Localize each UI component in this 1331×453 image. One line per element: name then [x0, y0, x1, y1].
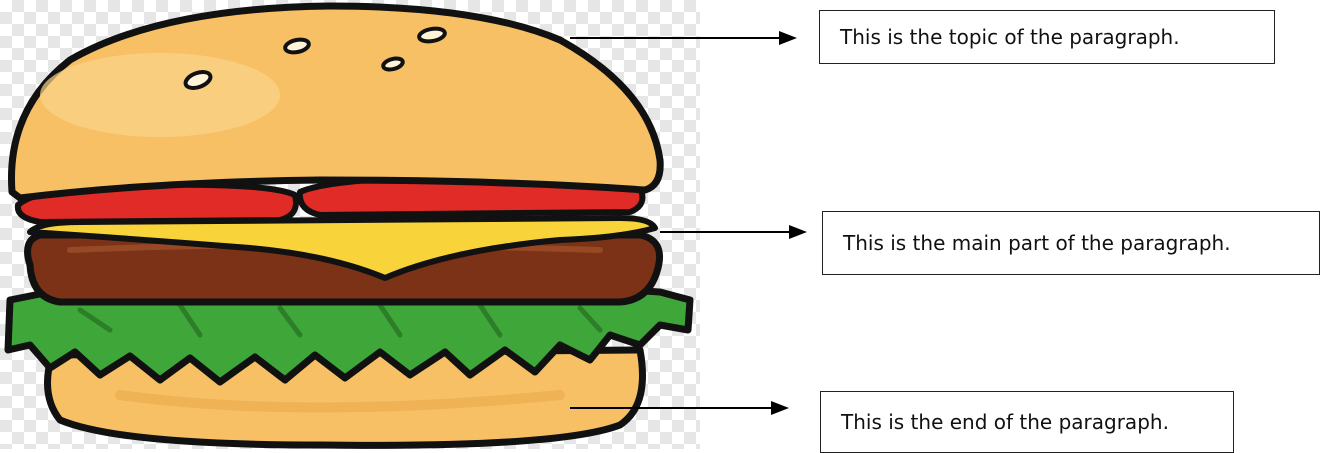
label-top: This is the topic of the paragraph. [819, 10, 1275, 64]
bottom-bun [44, 346, 646, 449]
cheese [27, 215, 658, 281]
label-middle: This is the main part of the paragraph. [822, 211, 1320, 275]
label-bottom: This is the end of the paragraph. [820, 391, 1234, 453]
patty [24, 231, 663, 306]
arrow-bottom [570, 401, 789, 415]
arrow-middle [660, 225, 807, 239]
hamburger-illustration [4, 2, 694, 449]
arrow-top [570, 31, 797, 45]
